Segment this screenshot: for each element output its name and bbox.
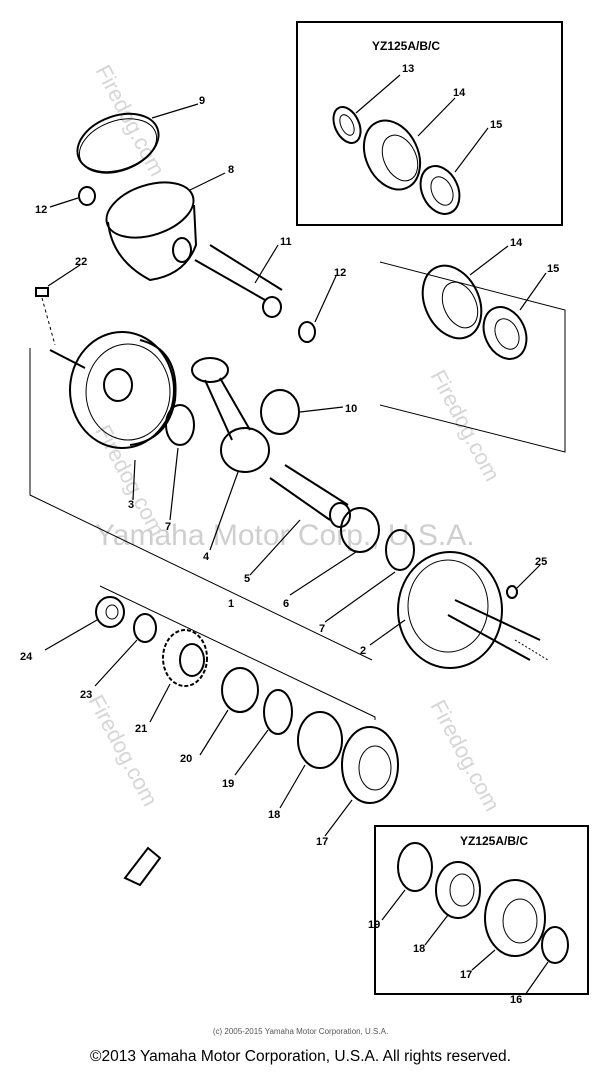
bearing-group-right: 14 15	[379, 237, 566, 453]
label-5: 5	[244, 573, 250, 585]
part-14-bearing-right	[421, 264, 483, 340]
label-1: 1	[228, 598, 234, 610]
crankshaft-group: 22 10 25	[29, 256, 549, 669]
label-12b: 12	[334, 267, 346, 279]
part-8-piston	[105, 181, 195, 239]
watermark-center-text: Yamaha Motor Corp., U.S.A.	[95, 519, 475, 552]
copyright-footer: ©2013 Yamaha Motor Corporation, U.S.A. A…	[90, 1048, 511, 1065]
small-copyright: (c) 2005-2015 Yamaha Motor Corporation, …	[212, 1027, 389, 1036]
part-7-washer-left	[165, 404, 195, 446]
primary-drive-group: 24 23 21 20 19 18 17	[20, 585, 399, 887]
part-19-ring	[263, 689, 293, 735]
watermark-layer: Yamaha Motor Corp., U.S.A. Firedog.com F…	[84, 61, 505, 816]
part-20-collar	[221, 667, 259, 713]
part-3-left-crank	[69, 331, 175, 449]
part-10-needle-bearing	[260, 389, 300, 435]
part-15-seal-right	[482, 306, 528, 360]
label-15a: 15	[490, 119, 502, 131]
label-18a: 18	[268, 809, 280, 821]
label-17a: 17	[316, 836, 328, 848]
label-23: 23	[80, 689, 92, 701]
part-17-bearing	[341, 726, 399, 804]
label-17b: 17	[460, 969, 472, 981]
part-18-bearing	[297, 711, 343, 769]
label-16: 16	[510, 994, 522, 1006]
label-19b: 19	[368, 919, 380, 931]
part-25-pin	[506, 585, 518, 599]
watermark-brand-right: Firedog.com	[426, 366, 505, 486]
part-14-bearing	[362, 119, 422, 191]
label-25: 25	[535, 556, 547, 568]
label-10: 10	[345, 403, 357, 415]
part-12-clip-left	[78, 186, 96, 206]
piston-group: 9 8 12 11 12	[35, 95, 346, 343]
part-6-bearing	[340, 507, 380, 553]
part-18-bearing-inset	[435, 861, 481, 919]
label-4: 4	[203, 551, 210, 563]
label-6: 6	[283, 598, 289, 610]
label-22: 22	[75, 256, 87, 268]
part-15-seal	[419, 165, 461, 215]
label-15b: 15	[547, 263, 559, 275]
label-13: 13	[402, 63, 414, 75]
part-16-seal-inset	[541, 926, 569, 964]
part-17-bearing-inset	[484, 879, 546, 957]
part-24-nut	[95, 596, 125, 628]
label-2: 2	[360, 645, 366, 657]
part-11-piston-pin	[194, 244, 283, 301]
label-21: 21	[135, 723, 147, 735]
watermark-brand-left-lower: Firedog.com	[84, 691, 163, 811]
label-24: 24	[20, 651, 33, 663]
part-19-ring-inset	[397, 842, 433, 892]
inset-top: YZ125A/B/C 13 14 15	[296, 21, 563, 226]
label-11: 11	[280, 236, 292, 248]
part-12-clip-right	[298, 321, 316, 343]
label-8: 8	[228, 164, 234, 176]
part-7-washer	[385, 529, 415, 571]
part-5-crank-pin	[269, 464, 349, 521]
label-9: 9	[199, 95, 205, 107]
part-2-right-crank	[397, 551, 503, 669]
part-13-seal	[332, 106, 362, 144]
part-9-piston-ring	[76, 112, 160, 174]
label-18b: 18	[413, 943, 425, 955]
label-19a: 19	[222, 778, 234, 790]
label-7a: 7	[165, 521, 171, 533]
label-14b: 14	[510, 237, 523, 249]
part-4-conrod	[191, 357, 229, 383]
inset-top-title: YZ125A/B/C	[372, 39, 440, 53]
inset-top-frame	[296, 21, 563, 226]
label-20: 20	[180, 753, 192, 765]
label-14a: 14	[453, 87, 466, 99]
part-22-key	[35, 287, 49, 297]
inset-bottom-title: YZ125A/B/C	[460, 834, 528, 848]
part-23-washer	[133, 613, 157, 643]
watermark-brand-right-lower: Firedog.com	[426, 696, 505, 816]
inset-bottom-frame	[374, 825, 589, 995]
label-3: 3	[128, 499, 134, 511]
front-arrow-icon	[123, 846, 162, 887]
inset-bottom: YZ125A/B/C 19 18 17 16	[368, 825, 589, 1006]
part-21-gear	[162, 629, 208, 687]
label-12a: 12	[35, 204, 47, 216]
label-7b: 7	[319, 623, 325, 635]
